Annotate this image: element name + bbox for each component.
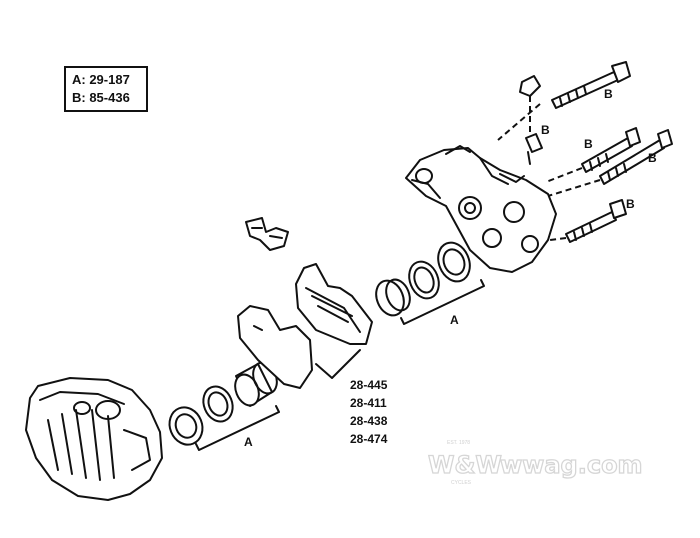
callout-b-3: B xyxy=(584,137,593,151)
anti-rattle-spring xyxy=(245,217,289,251)
watermark: W&W wwag.com EST. 1978 CYCLES xyxy=(427,440,643,486)
brake-pad-outer xyxy=(237,305,313,389)
part-number-4: 28-474 xyxy=(350,432,388,446)
callout-a-left: A xyxy=(244,435,253,449)
watermark-site: wwag.com xyxy=(500,451,643,479)
assembly-line-bottom xyxy=(549,237,567,241)
part-number-1: 28-445 xyxy=(350,378,388,392)
watermark-tagline-bottom: CYCLES xyxy=(451,480,472,486)
assembly-line-mid-1 xyxy=(545,167,583,183)
legend-box: A: 29-187 B: 85-436 xyxy=(64,66,148,112)
mounting-bolt-bottom xyxy=(565,199,627,243)
legend-row-a: A: 29-187 xyxy=(72,72,130,87)
bleeder-screw xyxy=(519,75,543,165)
piston-kit-left xyxy=(168,361,280,451)
mounting-bolt-mid-2 xyxy=(599,129,673,185)
legend-row-b: B: 85-436 xyxy=(72,90,130,105)
part-number-2: 28-411 xyxy=(350,396,387,410)
mounting-bolt-mid-1 xyxy=(581,127,641,173)
callout-b-2: B xyxy=(541,123,550,137)
mounting-bolt-top xyxy=(551,61,631,109)
callout-a-right: A xyxy=(450,313,459,327)
part-number-3: 28-438 xyxy=(350,414,388,428)
brake-pad-inner xyxy=(295,263,373,345)
watermark-tagline-top: EST. 1978 xyxy=(447,440,470,446)
pad-callout-leader xyxy=(315,349,361,379)
piston-kit-right xyxy=(375,241,485,325)
outer-caliper-housing xyxy=(25,377,163,501)
callout-b-1: B xyxy=(604,87,613,101)
inner-caliper-body xyxy=(405,145,557,273)
watermark-brand: W&W xyxy=(428,451,502,479)
callout-b-5: B xyxy=(626,197,635,211)
assembly-line-mid-2 xyxy=(547,179,601,197)
callout-b-4: B xyxy=(648,151,657,165)
